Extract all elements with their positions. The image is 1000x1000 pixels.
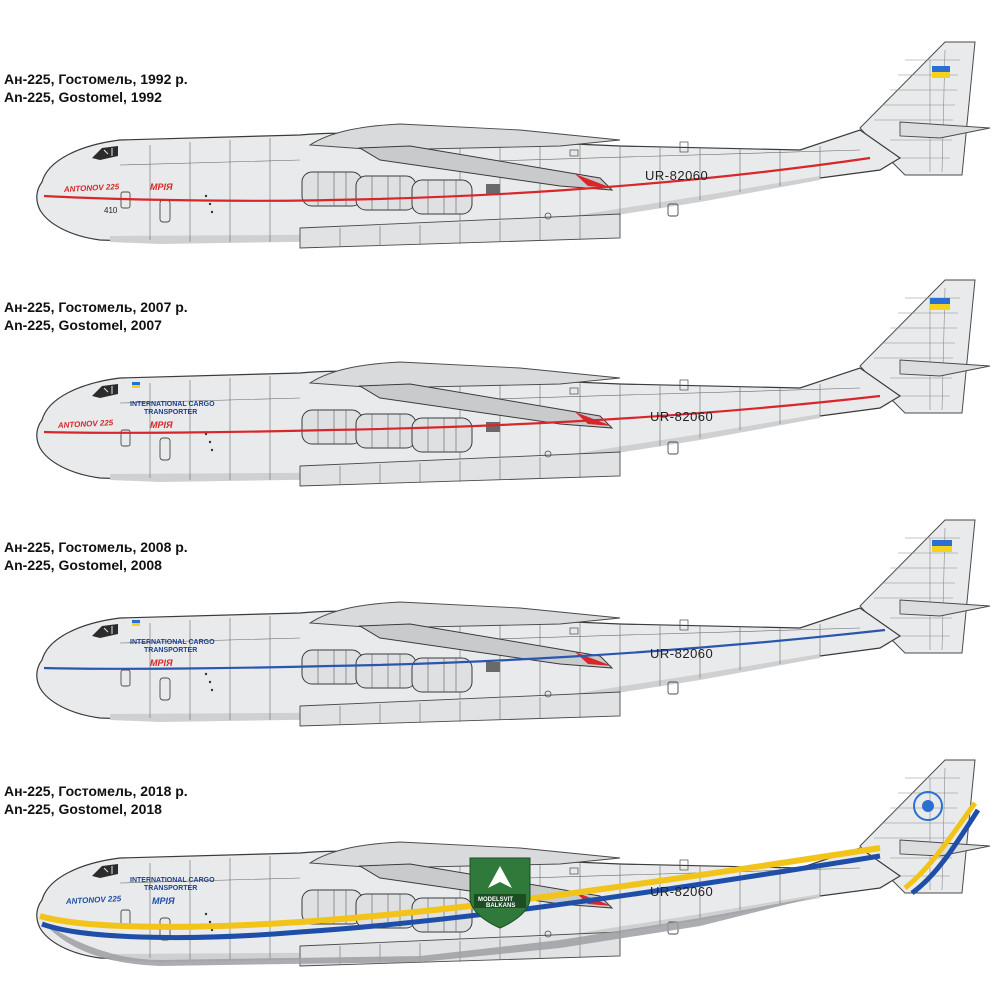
nose-title: ANTONOV 225 — [65, 894, 122, 906]
caption-en: An-225, Gostomel, 2008 — [4, 557, 162, 573]
nose-title: ANTONOV 225 — [57, 418, 114, 430]
nose-number: 410 — [104, 206, 118, 215]
registration: UR-82060 — [645, 168, 708, 183]
caption-1992: Ан-225, Гостомель, 1992 р. An-225, Gosto… — [4, 70, 188, 106]
registration: UR-82060 — [650, 646, 713, 661]
mriya-logo: МРІЯ — [150, 182, 173, 192]
stripe-yellow — [39, 845, 881, 930]
caption-en: An-225, Gostomel, 2007 — [4, 317, 162, 333]
aircraft-panel-2008: Ан-225, Гостомель, 2008 р. An-225, Gosto… — [0, 500, 1000, 750]
stripe-blue — [41, 853, 881, 941]
tail-stripe-blue — [910, 808, 981, 896]
watermark-line2: BALKANS — [486, 903, 515, 909]
aircraft-2018: ANTONOV 225 МРІЯ INTERNATIONAL CARGO TRA… — [36, 759, 991, 967]
ukraine-flag-tail — [930, 298, 950, 310]
caption-ua: Ан-225, Гостомель, 2018 р. — [4, 783, 188, 799]
side-title-1: INTERNATIONAL CARGO — [130, 401, 215, 408]
ukraine-flag-nose — [132, 620, 140, 626]
cheatline-red — [43, 394, 881, 434]
side-title-2: TRANSPORTER — [144, 647, 197, 654]
ukraine-flag-tail — [932, 540, 952, 552]
tail-logo — [913, 791, 943, 821]
cheatline-blue — [43, 628, 886, 670]
side-title-2: TRANSPORTER — [144, 409, 197, 416]
aircraft-2007: ANTONOV 225 МРІЯ INTERNATIONAL CARGO TRA… — [36, 279, 991, 487]
aircraft-2008: МРІЯ INTERNATIONAL CARGO TRANSPORTER UR-… — [36, 519, 991, 727]
watermark-line1: MODELSVIT — [478, 897, 513, 903]
registration: UR-82060 — [650, 409, 713, 424]
aircraft-1992: ANTONOV 225 МРІЯ 410 UR-82060 — [36, 41, 991, 249]
aircraft-panel-1992: Ан-225, Гостомель, 1992 р. An-225, Gosto… — [0, 0, 1000, 250]
aircraft-panel-2007: Ан-225, Гостомель, 2007 р. An-225, Gosto… — [0, 250, 1000, 500]
side-title-1: INTERNATIONAL CARGO — [130, 639, 215, 646]
cheatline-red — [43, 156, 871, 202]
aircraft-panel-2018: Ан-225, Гостомель, 2018 р. An-225, Gosto… — [0, 750, 1000, 1000]
side-title-2: TRANSPORTER — [144, 885, 197, 892]
caption-2007: Ан-225, Гостомель, 2007 р. An-225, Gosto… — [4, 298, 188, 334]
ukraine-flag-nose — [132, 382, 140, 388]
mriya-logo: МРІЯ — [150, 658, 173, 668]
registration: UR-82060 — [650, 884, 713, 899]
caption-ua: Ан-225, Гостомель, 2007 р. — [4, 299, 188, 315]
side-title-1: INTERNATIONAL CARGO — [130, 877, 215, 884]
mriya-logo: МРІЯ — [152, 896, 175, 906]
belly-grey — [44, 896, 820, 966]
mriya-logo: МРІЯ — [150, 420, 173, 430]
caption-2008: Ан-225, Гостомель, 2008 р. An-225, Gosto… — [4, 538, 188, 574]
watermark-logo: MODELSVIT BALKANS — [469, 857, 531, 929]
ukraine-flag — [932, 66, 950, 78]
caption-en: An-225, Gostomel, 2018 — [4, 801, 162, 817]
caption-ua: Ан-225, Гостомель, 1992 р. — [4, 71, 188, 87]
caption-2018: Ан-225, Гостомель, 2018 р. An-225, Gosto… — [4, 782, 188, 818]
tail-stripe-yellow — [903, 801, 978, 890]
nose-title: ANTONOV 225 — [63, 182, 120, 194]
caption-en: An-225, Gostomel, 1992 — [4, 89, 162, 105]
caption-ua: Ан-225, Гостомель, 2008 р. — [4, 539, 188, 555]
